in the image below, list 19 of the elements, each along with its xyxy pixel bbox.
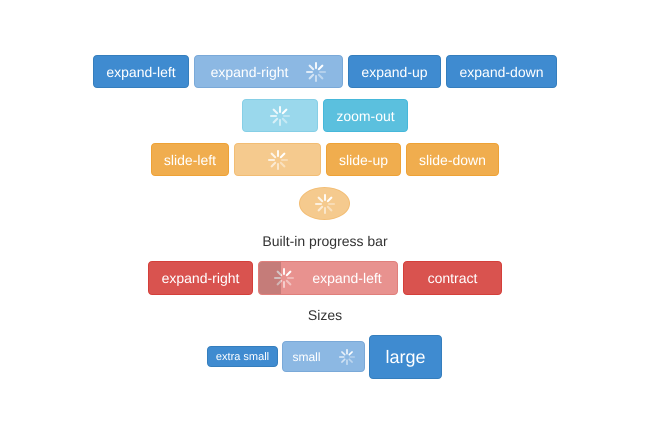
button: zoom-out <box>323 99 408 132</box>
button: contract <box>403 261 502 295</box>
button: extra small <box>207 346 278 367</box>
button: expand-left <box>93 55 189 88</box>
button: slide-down <box>406 143 499 176</box>
section-heading: Built-in progress bar <box>262 233 388 249</box>
button: slide-up <box>326 143 401 176</box>
section-heading: Sizes <box>308 307 342 323</box>
button: expand-up <box>348 55 441 88</box>
button: expand-right <box>148 261 253 295</box>
button: expand-right <box>194 55 343 88</box>
button: expand-down <box>446 55 557 88</box>
button: expand-left <box>258 261 398 295</box>
button: small <box>282 341 365 372</box>
loading-button <box>299 187 350 220</box>
loading-button <box>234 143 321 176</box>
loading-button <box>242 99 318 132</box>
button: slide-left <box>151 143 229 176</box>
button: large <box>369 335 442 379</box>
